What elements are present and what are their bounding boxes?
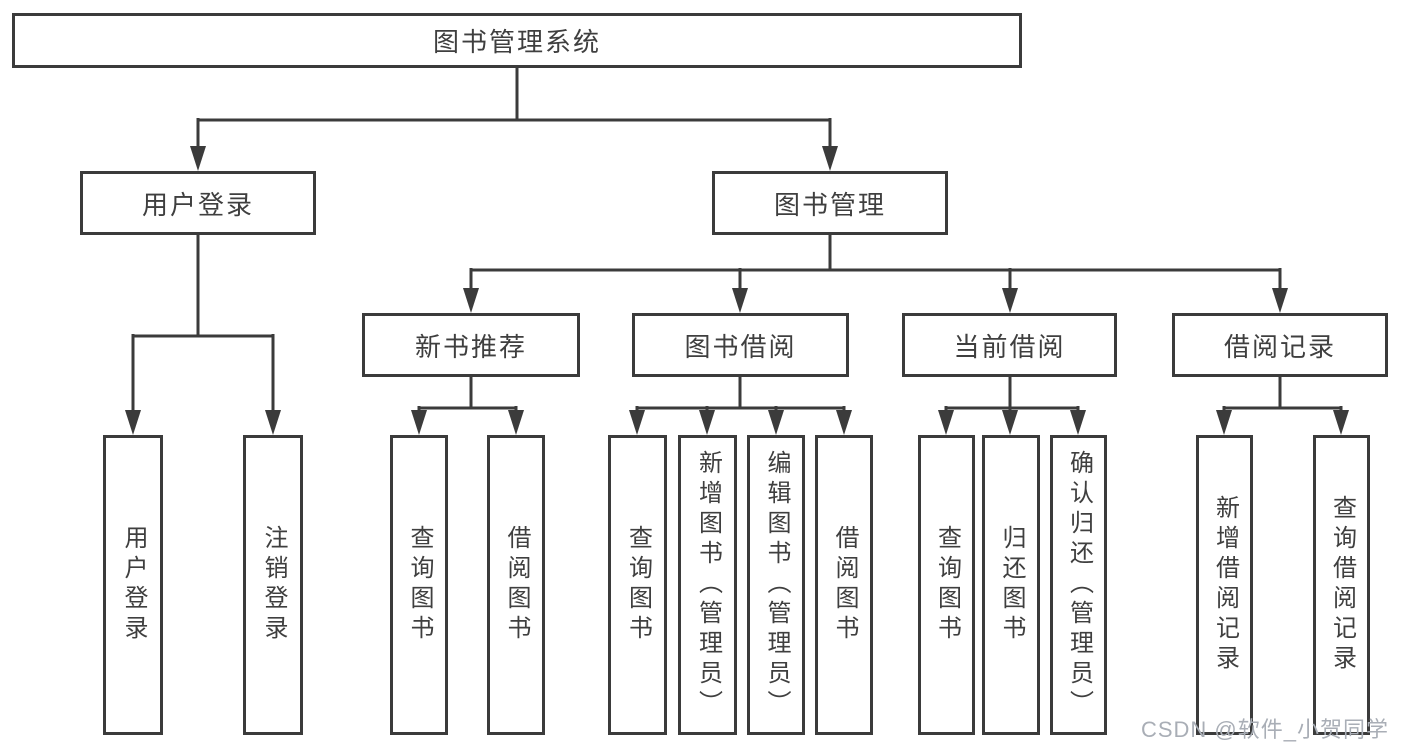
node-label: 用户登录 [120,525,147,645]
node-label: 借阅图书 [503,525,530,645]
leaf-query-books-borrowing: 查询图书 [608,435,667,735]
leaf-borrow-books-borrowing: 借阅图书 [815,435,873,735]
node-current-borrowing: 当前借阅 [902,313,1117,377]
node-label: 新书推荐 [414,331,527,362]
node-label: 编辑图书（管理员） [763,450,790,720]
leaf-logout-login: 注销登录 [243,435,303,735]
leaf-query-books-current: 查询图书 [918,435,975,735]
node-book-management: 图书管理 [712,171,948,235]
node-label: 新增借阅记录 [1211,495,1239,675]
node-label: 借阅图书 [831,525,858,645]
node-label: 新增图书（管理员） [694,450,722,720]
leaf-user-login: 用户登录 [103,435,163,735]
node-user-login: 用户登录 [80,171,316,235]
leaf-add-books-admin: 新增图书（管理员） [678,435,737,735]
node-label: 图书管理系统 [432,27,601,57]
node-label: 查询图书 [624,525,652,645]
watermark: CSDN @软件_小贺同学 [1140,717,1389,742]
arrowheads [125,146,1349,435]
node-new-book-recommend: 新书推荐 [362,313,580,377]
leaf-return-books: 归还图书 [982,435,1040,735]
leaf-edit-books-admin: 编辑图书（管理员） [747,435,805,735]
node-book-borrowing: 图书借阅 [632,313,849,377]
leaf-borrow-books-recommend: 借阅图书 [487,435,545,735]
leaf-query-books-recommend: 查询图书 [390,435,448,735]
node-label: 查询图书 [933,525,961,645]
node-root: 图书管理系统 [12,13,1022,68]
node-label: 查询图书 [406,525,433,645]
node-label: 确认归还（管理员） [1065,450,1093,720]
node-label: 当前借阅 [953,331,1066,362]
node-label: 借阅记录 [1223,331,1336,362]
node-label: 图书管理 [773,189,886,220]
leaf-add-borrow-record: 新增借阅记录 [1196,435,1253,735]
node-label: 图书借阅 [684,331,797,362]
leaf-query-borrow-record: 查询借阅记录 [1313,435,1370,735]
node-label: 用户登录 [141,189,254,220]
leaf-confirm-return-admin: 确认归还（管理员） [1050,435,1107,735]
node-label: 注销登录 [260,525,287,645]
node-label: 查询借阅记录 [1328,495,1356,675]
node-borrowing-records: 借阅记录 [1172,313,1388,377]
node-label: 归还图书 [998,525,1025,645]
